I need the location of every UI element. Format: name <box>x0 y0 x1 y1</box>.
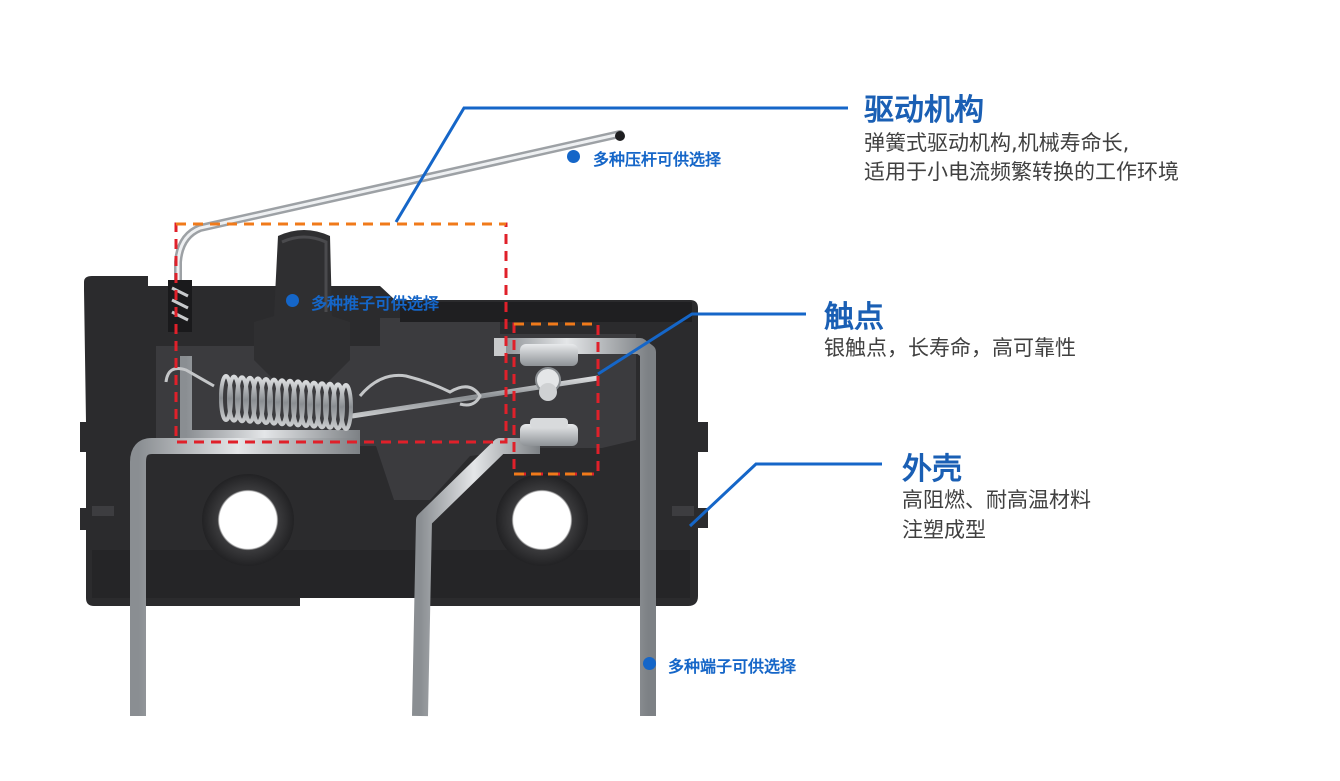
plunger <box>254 230 350 382</box>
coil-spring <box>164 367 482 431</box>
housing-desc-line-1: 高阻燃、耐高温材料 <box>902 488 1091 512</box>
housing-desc-line-2: 注塑成型 <box>902 518 986 542</box>
housing-leader-line <box>688 462 882 528</box>
nc-terminal <box>412 418 578 717</box>
actuator-leader-line <box>394 106 848 223</box>
lever-options-tag: 多种压杆可供选择 <box>593 150 722 169</box>
contact-desc-line-1: 银触点，长寿命，高可靠性 <box>824 336 1076 360</box>
contact-title: 触点 <box>824 300 884 335</box>
actuator-desc-line-1: 弹簧式驱动机构,机械寿命长, <box>864 131 1130 155</box>
contact-leader-line <box>597 312 806 376</box>
terminal-options-tag: 多种端子可供选择 <box>668 657 797 676</box>
plunger-options-tag: 多种推子可供选择 <box>311 294 440 313</box>
spring-coil <box>339 383 353 431</box>
terminal-bullet-icon <box>643 657 656 670</box>
lever-arm <box>168 130 625 332</box>
plunger-bullet-icon <box>286 294 299 307</box>
housing-title: 外壳 <box>902 452 962 487</box>
lever-bullet-icon <box>567 150 580 163</box>
moving-contact <box>351 367 599 419</box>
actuator-title: 驱动机构 <box>864 93 984 128</box>
contact-highlight-box <box>512 322 600 476</box>
common-terminal <box>130 356 360 716</box>
actuator-highlight-box <box>174 222 508 444</box>
no-terminal <box>494 338 656 716</box>
actuator-desc-line-2: 适用于小电流频繁转换的工作环境 <box>864 160 1179 184</box>
